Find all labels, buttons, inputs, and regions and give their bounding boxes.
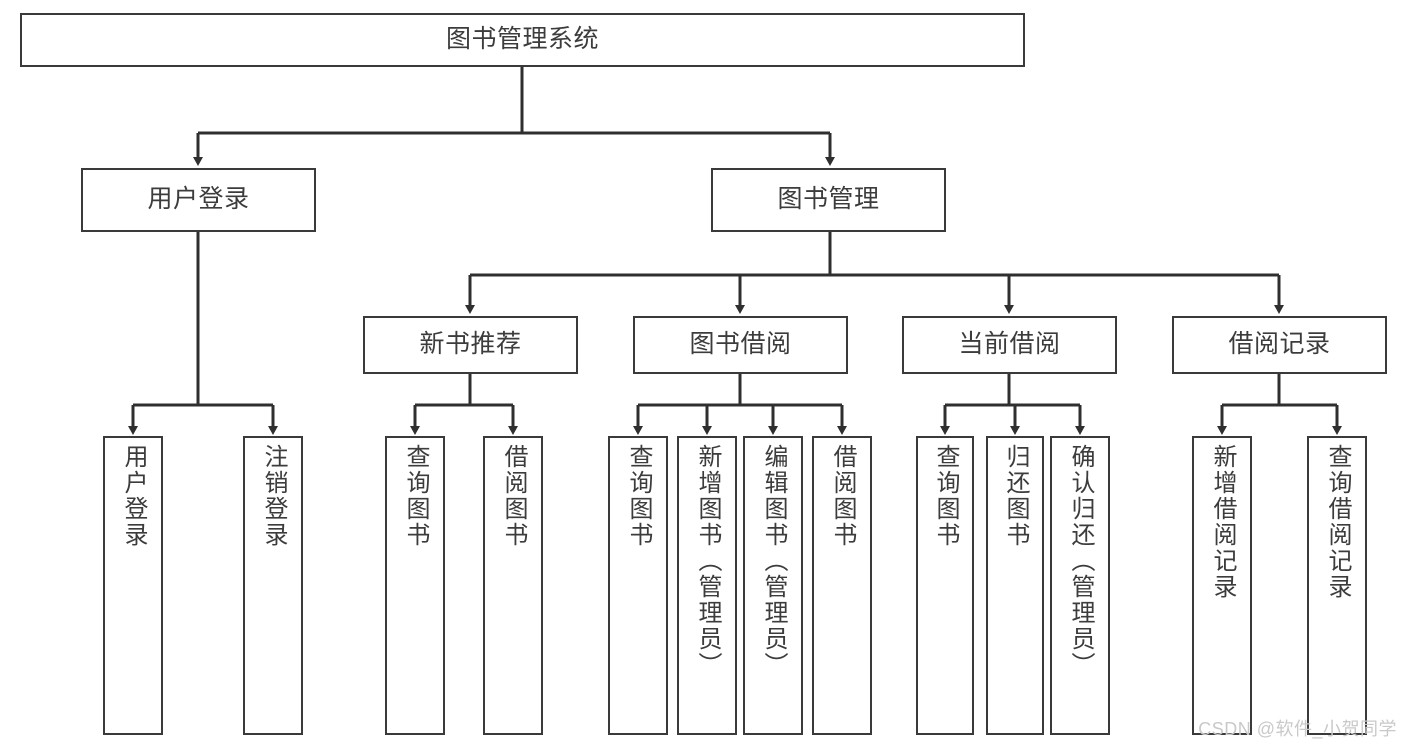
node-leaf-borrow-book-1[interactable]: 借阅图书 [483,436,543,735]
node-leaf-user-logout-label: 注销登录 [260,444,287,548]
node-book-manage[interactable]: 图书管理 [711,168,946,232]
node-root-label: 图书管理系统 [445,25,599,54]
node-borrow-record-label: 借阅记录 [1228,330,1331,359]
node-leaf-query-record[interactable]: 查询借阅记录 [1307,436,1367,735]
node-leaf-confirm-return-label: 确认归还（管理员） [1067,444,1094,678]
node-leaf-add-record-label: 新增借阅记录 [1209,444,1236,600]
node-leaf-borrow-book-2[interactable]: 借阅图书 [812,436,872,735]
node-borrow-record[interactable]: 借阅记录 [1172,316,1387,374]
node-leaf-edit-book-label: 编辑图书（管理员） [760,444,787,678]
node-current-borrow[interactable]: 当前借阅 [902,316,1117,374]
csdn-watermark: CSDN @软件_小贺同学 [1198,719,1397,739]
node-leaf-user-login[interactable]: 用户登录 [103,436,163,735]
node-leaf-borrow-book-2-label: 借阅图书 [829,444,856,548]
node-leaf-add-book[interactable]: 新增图书（管理员） [677,436,737,735]
node-leaf-user-logout[interactable]: 注销登录 [243,436,303,735]
node-leaf-query-book-1[interactable]: 查询图书 [385,436,445,735]
node-new-book-recommend-label: 新书推荐 [419,330,522,359]
node-new-book-recommend[interactable]: 新书推荐 [363,316,578,374]
node-leaf-query-book-2-label: 查询图书 [625,444,652,548]
node-leaf-query-book-3[interactable]: 查询图书 [916,436,974,735]
node-book-borrow-label: 图书借阅 [689,330,792,359]
node-book-manage-label: 图书管理 [777,185,880,214]
node-leaf-edit-book[interactable]: 编辑图书（管理员） [743,436,803,735]
node-leaf-user-login-label: 用户登录 [120,444,147,548]
node-leaf-confirm-return[interactable]: 确认归还（管理员） [1050,436,1110,735]
node-user-login[interactable]: 用户登录 [81,168,316,232]
node-leaf-borrow-book-1-label: 借阅图书 [500,444,527,548]
node-leaf-return-book-label: 归还图书 [1002,444,1029,548]
node-leaf-add-book-label: 新增图书（管理员） [694,444,721,678]
node-leaf-query-book-1-label: 查询图书 [402,444,429,548]
node-leaf-add-record[interactable]: 新增借阅记录 [1192,436,1252,735]
node-current-borrow-label: 当前借阅 [958,330,1061,359]
node-root[interactable]: 图书管理系统 [20,13,1025,67]
node-leaf-query-book-2[interactable]: 查询图书 [608,436,668,735]
node-user-login-label: 用户登录 [147,185,250,214]
node-leaf-query-record-label: 查询借阅记录 [1324,444,1351,600]
node-leaf-query-book-3-label: 查询图书 [932,444,959,548]
node-leaf-return-book[interactable]: 归还图书 [986,436,1044,735]
node-book-borrow[interactable]: 图书借阅 [633,316,848,374]
